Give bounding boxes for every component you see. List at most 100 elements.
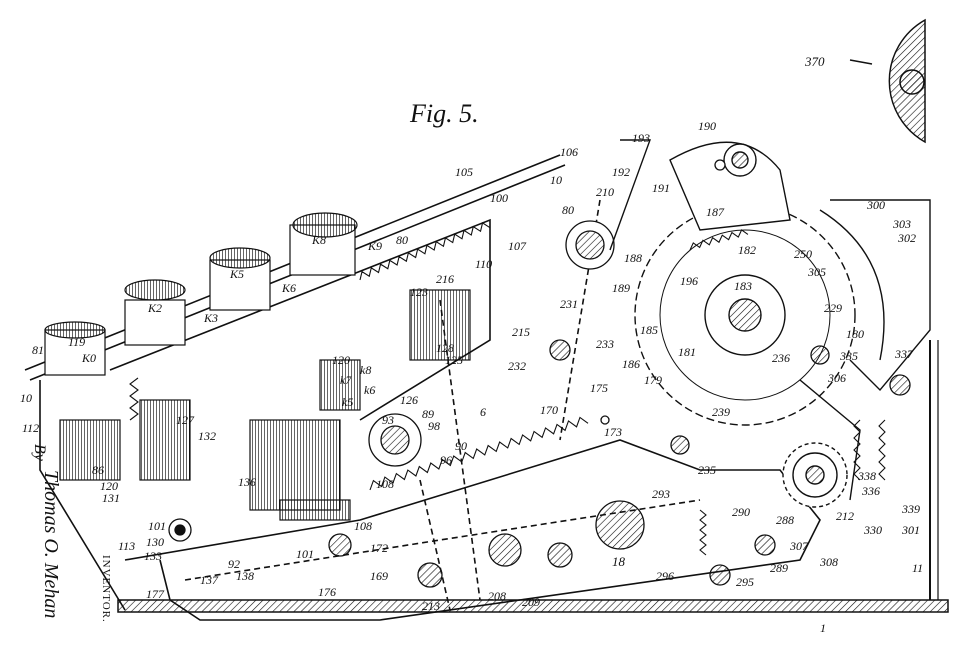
shafts (168, 159, 911, 588)
label-232: 232 (508, 359, 526, 373)
label-290: 290 (732, 505, 750, 519)
label-136: 136 (238, 475, 256, 489)
label-192: 192 (612, 165, 630, 179)
label-301: 301 (901, 523, 920, 537)
label-100: 100 (490, 191, 508, 205)
label-10a: 10 (550, 173, 562, 187)
label-86: 86 (92, 463, 104, 477)
label-289: 289 (770, 561, 788, 575)
label-18: 18 (612, 554, 626, 569)
label-307: 307 (789, 539, 809, 553)
label-131: 131 (102, 491, 120, 505)
label-125: 125 (445, 353, 463, 367)
label-11: 11 (912, 561, 923, 575)
label-81: 81 (32, 343, 44, 357)
label-180: 180 (846, 327, 864, 341)
label-186: 186 (622, 357, 640, 371)
label-1: 1 (820, 621, 826, 635)
base-plate (117, 340, 949, 613)
inventor-role: INVENTOR. (100, 555, 112, 623)
label-295: 295 (736, 575, 754, 589)
label-250: 250 (794, 247, 812, 261)
label-177: 177 (146, 587, 165, 601)
label-113: 113 (118, 539, 135, 553)
key-tops (44, 212, 471, 521)
label-K9: K9 (367, 239, 382, 253)
label-210: 210 (596, 185, 614, 199)
label-123: 123 (410, 285, 428, 299)
label-98: 98 (428, 419, 440, 433)
label-190: 190 (698, 119, 716, 133)
label-296: 296 (656, 569, 674, 583)
label-90: 90 (455, 439, 467, 453)
label-176: 176 (318, 585, 336, 599)
label-93: 93 (382, 413, 394, 427)
label-302: 302 (897, 231, 916, 245)
label-k6: k6 (364, 383, 375, 397)
label-k5: k5 (342, 395, 353, 409)
label-216: 216 (436, 272, 454, 286)
label-213: 213 (422, 599, 440, 613)
label-231: 231 (560, 297, 578, 311)
label-305: 305 (807, 265, 826, 279)
label-338: 338 (857, 469, 876, 483)
label-173: 173 (604, 425, 622, 439)
label-308: 308 (819, 555, 838, 569)
by-text: By (31, 444, 48, 461)
label-110: 110 (475, 257, 492, 271)
label-105: 105 (455, 165, 473, 179)
right-lever (609, 139, 931, 501)
inventor-name: Thomas O. Mehan (40, 470, 62, 619)
label-128: 128 (436, 341, 454, 355)
label-336: 336 (861, 484, 880, 498)
label-K8: K8 (311, 233, 326, 247)
label-196: 196 (680, 274, 698, 288)
label-137: 137 (200, 573, 219, 587)
label-6: 6 (480, 405, 486, 419)
label-K2: K2 (147, 301, 162, 315)
label-108b: 108 (354, 519, 372, 533)
label-306: 306 (827, 371, 846, 385)
label-188: 188 (624, 251, 642, 265)
label-96: 96 (440, 453, 452, 467)
label-370: 370 (804, 54, 825, 69)
label-k8: k8 (360, 363, 371, 377)
label-101b: 101 (296, 547, 314, 561)
label-288: 288 (776, 513, 794, 527)
label-119: 119 (68, 335, 85, 349)
label-133: 133 (144, 549, 162, 563)
label-182: 182 (738, 243, 756, 257)
label-212: 212 (836, 509, 854, 523)
label-K3: K3 (203, 311, 218, 325)
label-187: 187 (706, 205, 725, 219)
label-339: 339 (901, 502, 920, 516)
label-172: 172 (370, 541, 388, 555)
label-330: 330 (863, 523, 882, 537)
label-k7: k7 (340, 373, 352, 387)
label-236: 236 (772, 351, 790, 365)
key-k2 (124, 279, 186, 346)
label-239: 239 (712, 405, 730, 419)
label-126: 126 (400, 393, 418, 407)
label-101a: 101 (148, 519, 166, 533)
label-108a: 108 (376, 477, 394, 491)
label-120: 120 (332, 353, 350, 367)
label-293: 293 (652, 487, 670, 501)
label-233: 233 (596, 337, 614, 351)
large-gear (634, 204, 856, 426)
key-k5 (209, 247, 271, 311)
label-208: 208 (488, 589, 506, 603)
label-K6: K6 (281, 281, 296, 295)
springs (129, 222, 886, 556)
label-300: 300 (866, 198, 885, 212)
label-120b: 120 (100, 479, 118, 493)
label-89: 89 (422, 407, 434, 421)
label-106: 106 (560, 145, 578, 159)
label-183: 183 (734, 279, 752, 293)
label-337: 337 (894, 347, 914, 361)
label-10b: 10 (20, 391, 32, 405)
label-191: 191 (652, 181, 670, 195)
label-175: 175 (590, 381, 608, 395)
upper-wheel (669, 141, 791, 231)
